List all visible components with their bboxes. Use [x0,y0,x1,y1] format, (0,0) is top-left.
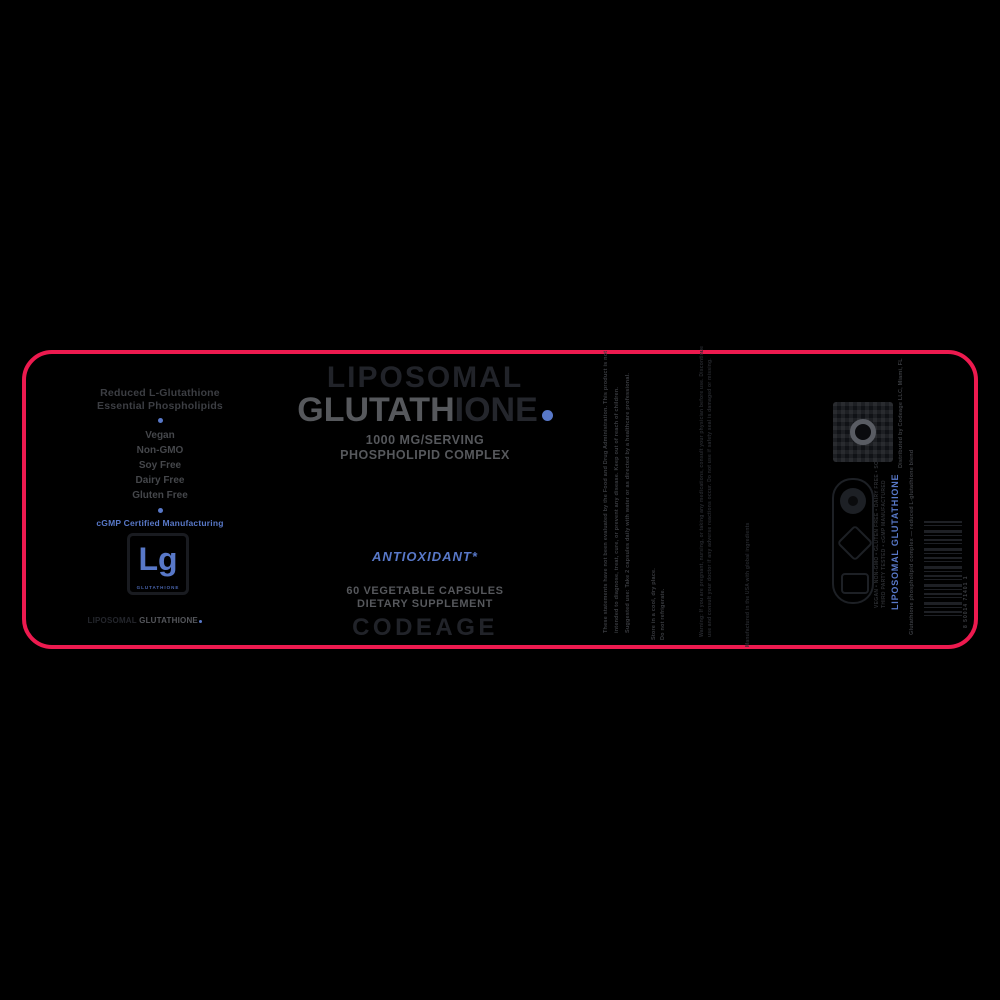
box-badge-icon [841,573,869,594]
subtitle-line2: PHOSPHOLIPID COMPLEX [340,448,510,462]
subtitle-line1: 1000 MG/SERVING [365,433,485,447]
title-dot-icon [541,410,553,421]
claim-antioxidant: ANTIOXIDANT* [372,549,478,564]
element-badge: Lg GLUTATHIONE [127,533,189,595]
qr-code-icon [833,402,893,462]
fine-print-column: Glutathione phospholipid complex — reduc… [909,449,915,635]
shield-badge-icon [836,524,874,562]
element-caption: GLUTATHIONE [136,585,180,590]
fine-print-column: use and consult your doctor if any adver… [707,358,713,637]
tagline-dark: LIPOSOMAL [87,616,137,625]
fine-print-column: Manufactured in the USA with global ingr… [745,522,751,648]
qr-center-ring-icon [850,419,876,445]
tagline-dot-icon [198,619,203,623]
seal-badge-center-icon [848,496,858,506]
product-title-line2: GLUTATHIONE [265,391,585,430]
feature-gluten-free: Gluten Free [132,490,188,501]
supplement-line: DIETARY SUPPLEMENT [357,598,493,610]
vertical-product-name: LIPOSOMAL GLUTATHIONE [890,473,900,610]
tagline: LIPOSOMAL GLUTATHIONE [85,616,205,625]
left-heading-line2: Essential Phospholipids [97,400,223,412]
fine-print-column: Suggested use: Take 2 capsules daily wit… [625,372,631,633]
certification-badges [832,478,874,604]
badge-caption-column: THIRD PARTY TESTED • cGMP MANUFACTURED [881,480,887,608]
feature-non-gmo: Non-GMO [136,445,184,456]
left-heading-line1: Reduced L-Glutathione [100,387,220,399]
bullet-dot-icon [157,418,163,423]
fine-print-column: Warning: If you are pregnant, nursing, o… [699,345,705,637]
feature-vegan: Vegan [145,430,175,441]
product-title-line1: LIPOSOMAL [326,361,524,394]
feature-soy-free: Soy Free [138,460,182,471]
title-segment-dark: IONE [454,391,538,429]
fine-print-column: Do not refrigerate. [660,588,666,640]
diecut-border [22,350,978,649]
seal-badge-icon [840,488,866,514]
barcode-icon [924,521,962,619]
barcode-digits: 8 50014 71401 1 [963,575,969,628]
fine-print-column: Distributed by Codeage LLC, Miami, FL [898,358,904,468]
element-symbol: Lg [138,541,178,577]
badge-caption-column: VEGAN • NON-GMO • GLUTEN FREE • DAIRY FR… [874,441,880,608]
title-segment-gray: GLUTATH [297,391,455,429]
bullet-dot-icon [157,508,163,513]
feature-dairy-free: Dairy Free [135,475,185,486]
brand-wordmark: CODEAGE [352,614,498,641]
fine-print-column: Store in a cool, dry place. [651,567,657,640]
fine-print-column: intended to diagnose, treat, cure, or pr… [614,386,620,633]
fine-print-column: These statements have not been evaluated… [603,350,609,633]
cgmp-line: cGMP Certified Manufacturing [96,518,224,528]
tagline-gray: GLUTATHIONE [139,616,198,625]
left-panel: Reduced L-Glutathione Essential Phosphol… [78,387,242,528]
capsules-line: 60 VEGETABLE CAPSULES [346,585,504,597]
